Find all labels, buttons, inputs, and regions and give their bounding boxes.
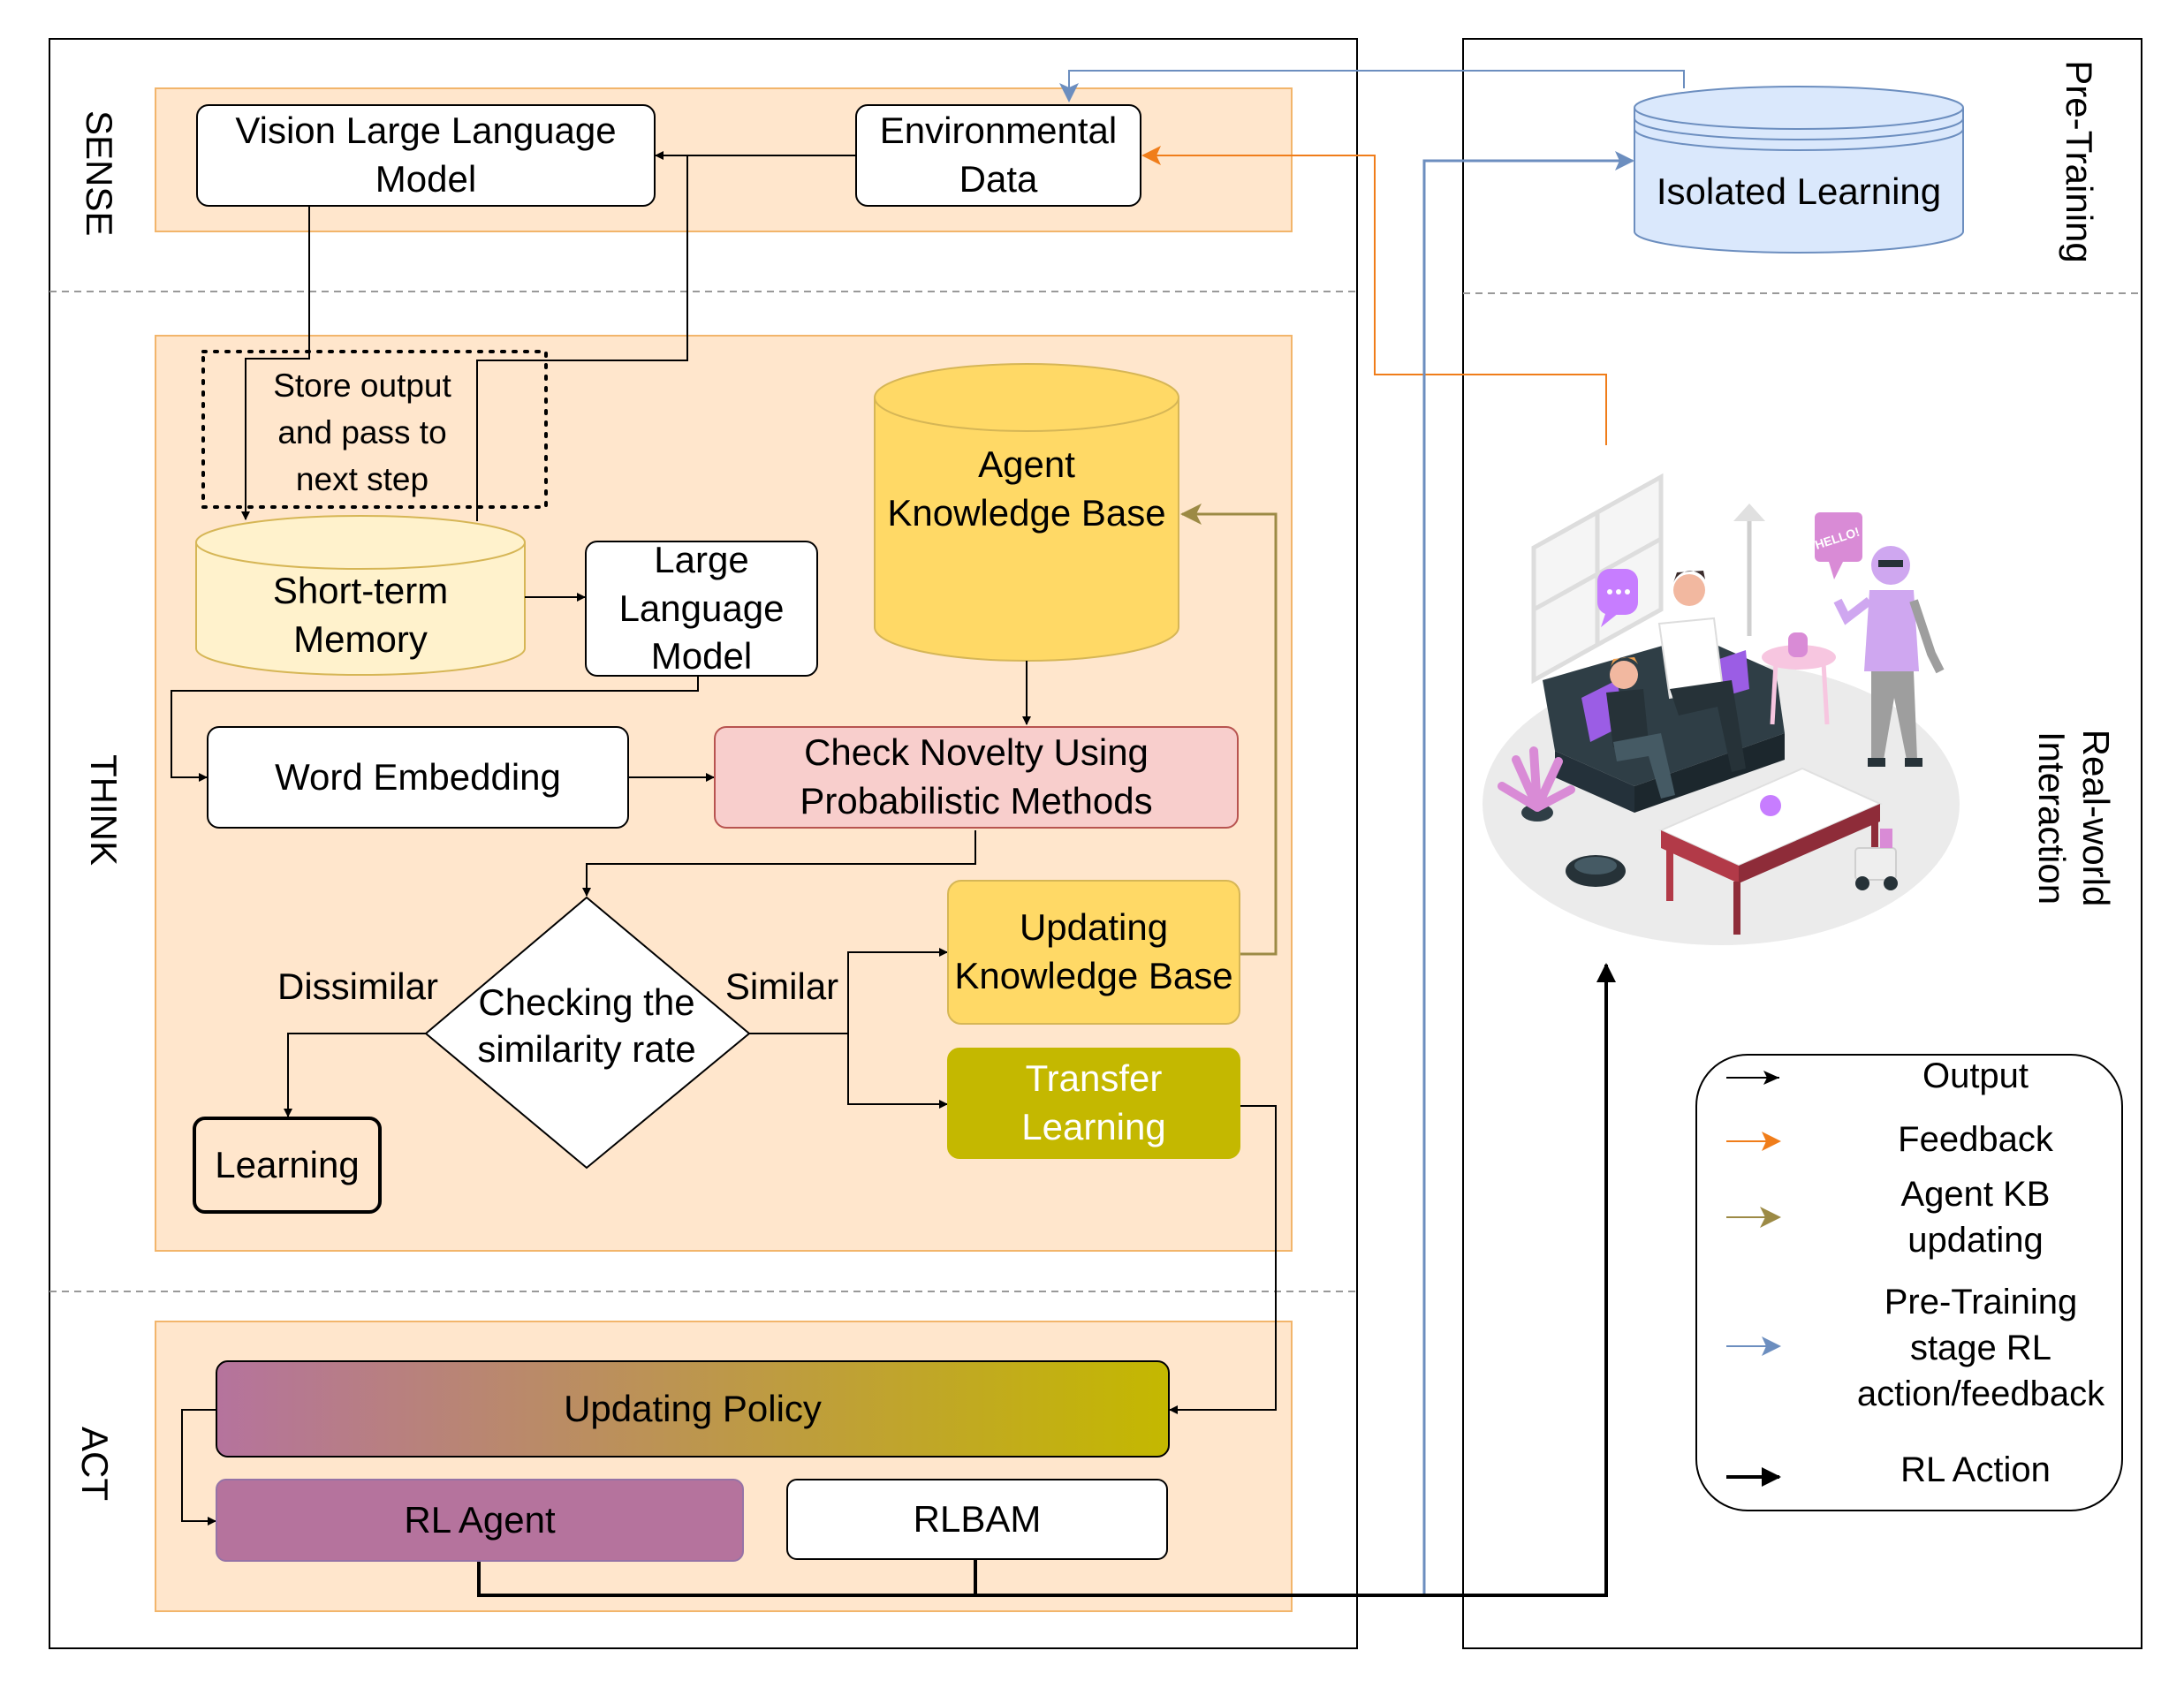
plant-icon [1498, 746, 1575, 822]
updating-kb-box: Updating Knowledge Base [947, 880, 1240, 1025]
rlbam-box: RLBAM [786, 1479, 1168, 1560]
vision-llm-box: Vision Large Language Model [196, 104, 656, 207]
legend-feedback-label: Feedback [1898, 1120, 2053, 1159]
legend-box [1695, 1054, 2123, 1511]
word-embedding-box: Word Embedding [207, 726, 629, 829]
short-term-memory-label: Short-term Memory [272, 570, 449, 660]
store-output-region [201, 350, 548, 509]
llm-to-embedding-arrow [171, 677, 699, 782]
store-output-label: Store output and pass to next step [273, 367, 451, 497]
stage-label-sense: SENSE [79, 110, 120, 237]
agent-kb-label: Agent Knowledge Base [887, 443, 1166, 534]
similar-label: Similar [724, 965, 839, 1007]
policy-to-agent-arrow [181, 1409, 216, 1526]
transfer-to-policy-arrow [1169, 1105, 1277, 1414]
vision-to-memory-arrow [241, 207, 310, 520]
rl-agent-box: RL Agent [216, 1479, 744, 1562]
stage-label-think: THINK [83, 754, 125, 866]
stage-label-real-world: Real-world Interaction [2031, 729, 2117, 907]
stage-label-pretraining: Pre-Training [2059, 60, 2100, 263]
right-frame [1462, 38, 2142, 1649]
similar-to-transfer-arrow [847, 1034, 948, 1109]
novelty-to-diamond-arrow [582, 830, 976, 897]
hello-sign: HELLO! [1813, 512, 1862, 579]
dissimilar-label: Dissimilar [277, 965, 438, 1007]
robot-icon [1833, 546, 1945, 767]
environmental-data-box: Environmental Data [855, 104, 1141, 207]
isolated-learning-cylinder [1634, 86, 1964, 254]
rl-action-arrow [477, 963, 1616, 1597]
pretraining-feedback-arrow [1059, 70, 1685, 102]
learning-box: Learning [193, 1117, 382, 1214]
side-table-icon [1762, 632, 1836, 725]
legend-pretraining-label: Pre-Training stage RL action/feedback [1856, 1283, 2105, 1413]
window-icon [1531, 473, 1664, 685]
similarity-label: Checking the similarity rate [477, 981, 696, 1070]
legend-output-label: Output [1922, 1056, 2029, 1095]
rover-icon [1854, 829, 1898, 890]
legend-rl-action-label: RL Action [1900, 1450, 2051, 1489]
coffee-table-icon [1658, 767, 1883, 935]
smart-home-illustration: HELLO! [1483, 473, 1960, 945]
legend-kb-label: Agent KB updating [1900, 1175, 2051, 1260]
similarity-diamond [424, 896, 751, 1170]
people-icon [1606, 571, 1746, 799]
updating-policy-box: Updating Policy [216, 1360, 1170, 1458]
chat-bubble-icon [1597, 569, 1638, 627]
similar-to-updating-arrow [749, 948, 948, 1034]
kb-update-arrow [1180, 504, 1278, 956]
isolated-learning-label: Isolated Learning [1656, 170, 1942, 212]
lamp-icon [1733, 504, 1765, 636]
short-term-memory-cylinder [195, 515, 526, 676]
feedback-arrow [1141, 146, 1607, 445]
memory-loop-line [476, 155, 688, 521]
dissimilar-arrow [284, 1033, 426, 1117]
transfer-learning-box: Transfer Learning [947, 1048, 1240, 1159]
robot-vacuum-icon [1566, 855, 1626, 887]
llm-box: Large Language Model [585, 539, 818, 677]
left-frame [49, 38, 1358, 1649]
check-novelty-box: Check Novelty Using Probabilistic Method… [714, 726, 1239, 829]
stage-label-act: ACT [74, 1427, 116, 1501]
